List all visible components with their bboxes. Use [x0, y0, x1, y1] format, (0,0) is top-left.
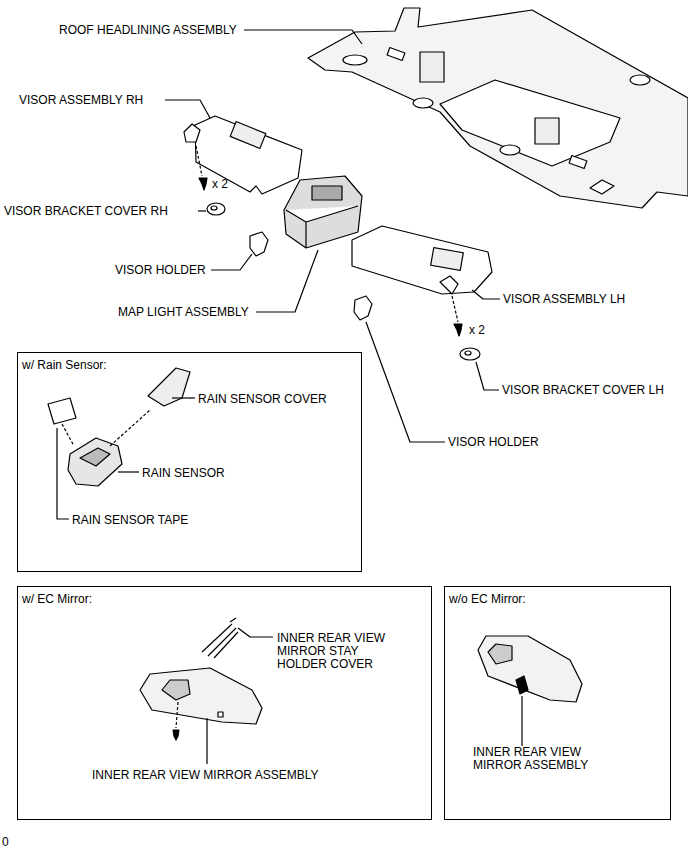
stay-holder-cover [202, 618, 238, 658]
visor-mirror [431, 248, 464, 271]
part-name: INNER REAR VIEW MIRROR ASSEMBLY [473, 746, 598, 772]
quantity-note: x 2 [469, 324, 485, 337]
visor-mirror [230, 122, 266, 149]
leader-line [172, 397, 195, 398]
option-inset-box: w/ Rain Sensor: RAIN SENSOR COVER RAIN SEN… [17, 352, 362, 572]
quantity-note: 0 [2, 836, 9, 849]
visor-holder [354, 296, 372, 320]
option-heading: w/ Rain Sensor: [22, 359, 107, 372]
leader-line [256, 250, 318, 312]
leader-line [57, 428, 69, 519]
leader-line [472, 290, 500, 299]
mirror-stem [516, 676, 528, 694]
rain-sensor-detail [80, 448, 110, 466]
part-name: VISOR ASSEMBLY LH [503, 293, 625, 306]
headlining-hole [413, 98, 433, 108]
part-name: VISOR BRACKET COVER LH [502, 384, 664, 397]
leader-line [211, 254, 252, 270]
rain-sensor-cover [148, 368, 190, 406]
leader-line [476, 362, 499, 390]
dash-line [176, 702, 178, 728]
mirror-mount [488, 644, 512, 664]
part-name: VISOR ASSEMBLY RH [19, 94, 143, 107]
headlining-hole [630, 75, 650, 85]
headlining-hole [569, 156, 587, 169]
headlining-block [535, 118, 559, 144]
option-inset-box: w/ EC Mirror: INNER REAR VIEW MIRROR STAY… [17, 586, 432, 820]
option-heading: w/o EC Mirror: [449, 593, 526, 606]
leader-line [206, 718, 207, 764]
visor-lh [352, 226, 492, 294]
visor-holder [250, 232, 268, 256]
ec-sensor [218, 712, 223, 717]
dash-line [196, 146, 202, 176]
part-name: VISOR BRACKET COVER RH [4, 205, 168, 218]
part-name: RAIN SENSOR COVER [198, 393, 327, 406]
rain-sensor-tape [48, 398, 76, 424]
headlining-hole [500, 145, 520, 155]
map-light-face [286, 206, 358, 248]
leader-line [118, 471, 139, 472]
visor-pivot [440, 276, 458, 294]
quantity-note: x 2 [212, 178, 228, 191]
screw [173, 730, 179, 740]
bracket-cover-lh [460, 348, 480, 360]
part-name: VISOR HOLDER [448, 436, 539, 449]
option-heading: w/ EC Mirror: [22, 593, 92, 606]
option-inset-box: w/o EC Mirror: INNER REAR VIEW MIRROR ASS… [444, 586, 671, 820]
part-name: MAP LIGHT ASSEMBLY [118, 306, 249, 319]
bracket-cover-rh [207, 203, 225, 215]
part-name: INNER REAR VIEW MIRROR STAY HOLDER COVER [277, 632, 395, 671]
part-name: ROOF HEADLINING ASSEMBLY [59, 24, 237, 37]
dash-line [452, 296, 458, 322]
rain-sensor [68, 438, 122, 486]
roof-headlining [308, 8, 688, 208]
leader-line [165, 100, 210, 118]
leader-line [238, 628, 273, 637]
headlining-hole [387, 48, 405, 61]
part-name: VISOR HOLDER [115, 264, 206, 277]
leader-line [244, 30, 362, 44]
part-name: RAIN SENSOR TAPE [72, 514, 188, 527]
leader-line [366, 322, 445, 442]
sunroof-opening [440, 80, 620, 166]
map-light [284, 176, 362, 248]
bracket-cover-lh-hole [465, 351, 471, 355]
part-name: RAIN SENSOR [142, 467, 225, 480]
headlining-block [420, 52, 444, 82]
map-light-part [312, 186, 342, 200]
visor-pivot [184, 124, 200, 142]
screw [199, 178, 207, 190]
part-name: INNER REAR VIEW MIRROR ASSEMBLY [92, 769, 318, 782]
dash-line [62, 424, 74, 446]
dash-line [110, 410, 150, 446]
leader-line [521, 696, 522, 746]
screw [454, 324, 462, 336]
visor-rh [195, 116, 302, 194]
leader-line [198, 210, 206, 211]
bracket-cover-rh-hole [211, 206, 217, 210]
headlining-hole [343, 55, 367, 65]
ec-mirror-mount [162, 680, 190, 700]
ec-mirror [140, 668, 262, 724]
mirror [478, 636, 582, 702]
headlining-hole [590, 180, 614, 194]
